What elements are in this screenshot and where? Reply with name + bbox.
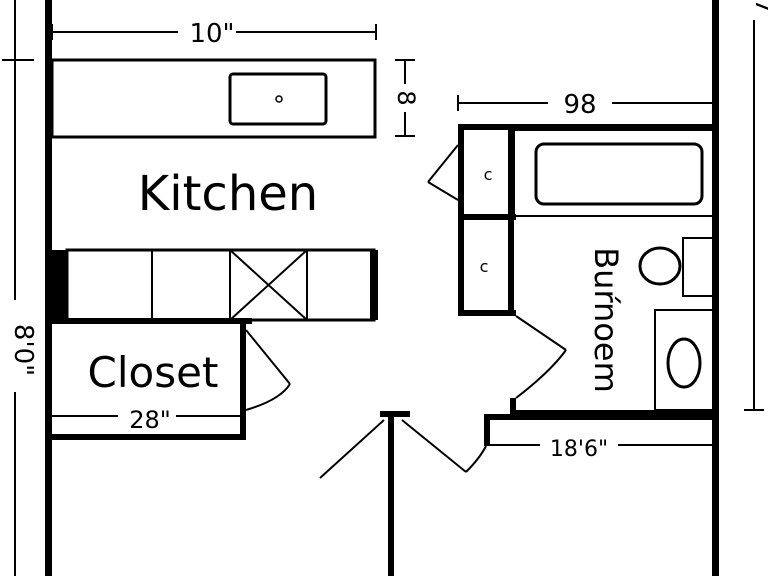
top-width-label: 10" <box>189 19 234 49</box>
toilet <box>638 237 714 297</box>
closet-label: Closet <box>88 348 219 397</box>
counter-depth-label: 8 <box>392 90 420 105</box>
bathroom-door <box>515 315 567 399</box>
closet-width-label: 28" <box>129 406 171 434</box>
bathroom-walls <box>458 124 716 416</box>
cabinet-wall <box>52 318 252 324</box>
bath-width-dimension: 98 <box>457 90 712 120</box>
counter-depth-dimension: 8 <box>392 59 420 137</box>
bath-room-width-dimension: 18'6" <box>490 437 712 462</box>
vanity <box>654 309 715 411</box>
closet-lower-label: c <box>480 257 489 276</box>
sink-drain <box>275 95 283 103</box>
closet-door-swing <box>245 383 291 411</box>
right-door-swing <box>465 445 487 473</box>
right-exterior-wall <box>712 0 719 576</box>
right-bedroom-door <box>401 419 467 473</box>
bathtub <box>513 129 715 217</box>
bath-width-label: 98 <box>563 90 596 120</box>
bathroom-label: Buŕnoem <box>587 247 625 393</box>
lower-cabinets <box>52 248 378 322</box>
closet-door <box>245 329 291 385</box>
kitchen-sink <box>228 72 328 126</box>
right-edge-label: 7 <box>750 0 768 14</box>
top-width-dimension: 10" <box>51 19 377 49</box>
right-edge-dimension: 7 <box>744 0 768 411</box>
bedroom-partition <box>319 411 716 576</box>
left-height-label: 8'0" <box>8 324 38 376</box>
bath-room-width-label: 18'6" <box>550 437 608 462</box>
left-height-dimension: 8'0" <box>2 0 38 576</box>
linen-closet-upper: c <box>427 144 493 201</box>
left-bedroom-door <box>319 419 385 479</box>
closet-upper-label: c <box>484 165 493 184</box>
left-exterior-wall <box>45 0 52 576</box>
closet: Closet 28" <box>52 324 291 440</box>
kitchen-label: Kitchen <box>138 166 318 222</box>
upper-counter <box>50 58 377 139</box>
linen-closet-lower: c <box>480 257 489 276</box>
